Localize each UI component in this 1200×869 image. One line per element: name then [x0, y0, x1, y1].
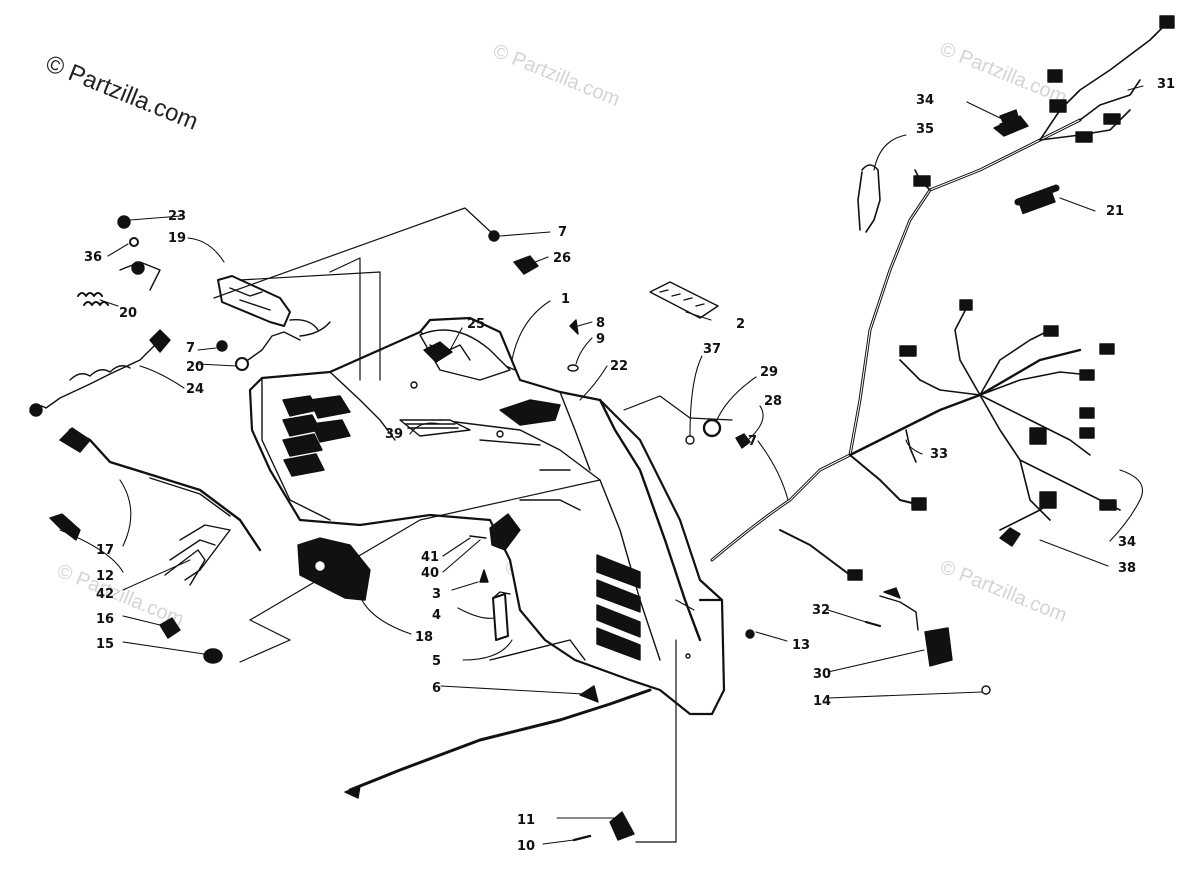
wiring-harness	[710, 15, 1175, 581]
callout-27: 27	[739, 434, 757, 449]
switch-25	[423, 341, 453, 363]
callout-4: 4	[432, 608, 441, 623]
console-housing	[248, 316, 726, 716]
bulb-16	[159, 617, 181, 639]
bracket-40	[489, 513, 521, 551]
callout-7-top: 7	[558, 225, 567, 240]
callout-18: 18	[415, 630, 433, 645]
callout-20-left: 20	[119, 306, 137, 321]
spring-21	[1014, 184, 1060, 206]
callout-31: 31	[1157, 77, 1175, 92]
washer-29	[702, 418, 722, 438]
callout-10: 10	[517, 839, 535, 854]
leader-lines	[59, 85, 1144, 845]
callout-25: 25	[467, 317, 485, 332]
callout-1: 1	[561, 292, 570, 307]
nut-7	[216, 340, 228, 352]
callout-24: 24	[186, 382, 204, 397]
callout-36: 36	[84, 250, 102, 265]
bracket-4	[492, 593, 509, 641]
callout-17: 17	[96, 543, 114, 558]
callout-16: 16	[96, 612, 114, 627]
callout-34-top: 34	[916, 93, 934, 108]
nut-28	[735, 433, 751, 449]
callout-33: 33	[930, 447, 948, 462]
callout-13: 13	[792, 638, 810, 653]
washer-37	[685, 435, 695, 445]
connector-34	[993, 115, 1029, 137]
callout-35: 35	[916, 122, 934, 137]
callout-21: 21	[1106, 204, 1124, 219]
callout-2: 2	[736, 317, 745, 332]
callout-34-bottom: 34	[1118, 535, 1136, 550]
callout-7-left: 7	[186, 341, 195, 356]
callout-32: 32	[812, 603, 830, 618]
tether-cord	[29, 329, 171, 417]
bolt-6	[579, 685, 599, 703]
callout-8: 8	[596, 316, 605, 331]
callout-labels: 1 2 3 4 5 6 7 7 8 9 10 11 12 13 14 15 16…	[84, 77, 1175, 854]
nut-13	[745, 629, 755, 639]
callout-30: 30	[813, 667, 831, 682]
callout-22: 22	[610, 359, 628, 374]
callout-29: 29	[760, 365, 778, 380]
spring-20-left	[77, 292, 103, 297]
callout-11: 11	[517, 813, 535, 828]
callout-14: 14	[813, 694, 831, 709]
grille-part	[649, 281, 719, 319]
gauge-housing	[217, 275, 331, 337]
spring-20	[235, 357, 249, 371]
callout-28: 28	[764, 394, 782, 409]
washer-36	[129, 237, 139, 247]
callout-12: 12	[96, 569, 114, 584]
screw-8	[569, 319, 579, 335]
callout-19: 19	[168, 231, 186, 246]
callout-15: 15	[96, 637, 114, 652]
socket-15	[203, 648, 223, 664]
callout-39: 39	[385, 427, 403, 442]
callout-5: 5	[432, 654, 441, 669]
reference-lines	[213, 207, 733, 843]
throttle-cable	[59, 427, 262, 586]
callout-3: 3	[432, 587, 441, 602]
callout-37: 37	[703, 342, 721, 357]
brake-lever	[49, 513, 81, 541]
callout-38: 38	[1118, 561, 1136, 576]
callout-9: 9	[596, 332, 605, 347]
callout-20-right: 20	[186, 360, 204, 375]
callout-6: 6	[432, 681, 441, 696]
plate-part	[297, 537, 371, 601]
clip-11	[609, 811, 635, 841]
nut-23	[117, 215, 131, 229]
screw-10	[572, 834, 592, 842]
switch-26	[513, 255, 539, 275]
ground-cable	[348, 688, 652, 792]
callout-40: 40	[421, 566, 439, 581]
callout-41: 41	[421, 550, 439, 565]
callout-23: 23	[168, 209, 186, 224]
switch-30	[924, 627, 953, 667]
callout-26: 26	[553, 251, 571, 266]
callout-42: 42	[96, 587, 114, 602]
washer-9	[567, 364, 579, 372]
